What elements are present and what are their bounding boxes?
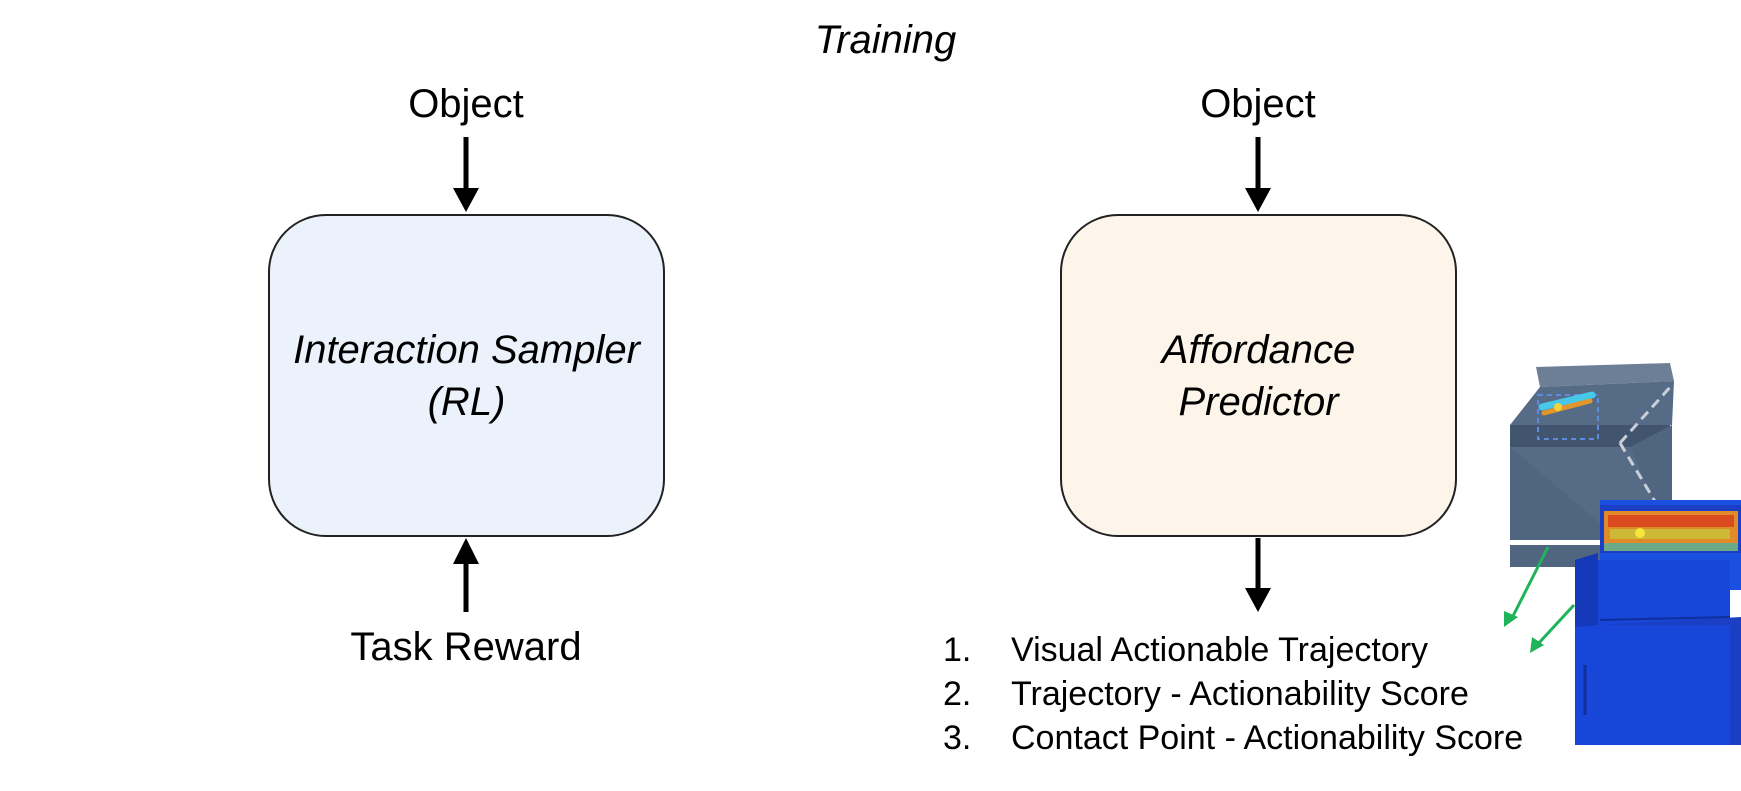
output-text: Trajectory - Actionability Score [1011,675,1469,713]
output-number: 1. [943,631,972,669]
output-number: 2. [943,675,972,713]
arrowhead-down-icon [453,188,479,212]
output-item: 2. Trajectory - Actionability Score [943,672,1523,716]
affordance-predictor-box: Affordance Predictor [1060,214,1457,537]
output-item: 3. Contact Point - Actionability Score [943,716,1523,760]
green-arrows [1504,546,1576,653]
arrowhead-down-icon [1245,188,1271,212]
output-list: 1. Visual Actionable Trajectory 2. Traje… [943,628,1523,760]
cabinet-heatmap-icon [1575,500,1741,745]
interaction-sampler-box: Interaction Sampler (RL) [268,214,665,537]
affordance-predictor-line1: Affordance [1161,327,1356,372]
output-text: Visual Actionable Trajectory [1011,631,1429,669]
right-object-label: Object [1200,82,1316,126]
output-text: Contact Point - Actionability Score [1011,719,1524,757]
interaction-sampler-line1: Interaction Sampler [293,327,640,372]
left-object-label: Object [408,82,524,126]
cabinet-illustrations [1504,363,1741,745]
output-number: 3. [943,719,972,757]
arrowhead-down-icon [1245,588,1271,612]
interaction-sampler-line2: (RL) [427,379,506,424]
affordance-predictor-line2: Predictor [1178,379,1339,424]
diagram-title: Training [814,18,957,62]
task-reward-label: Task Reward [350,625,582,669]
output-item: 1. Visual Actionable Trajectory [943,628,1523,672]
arrowhead-up-icon [453,538,479,564]
